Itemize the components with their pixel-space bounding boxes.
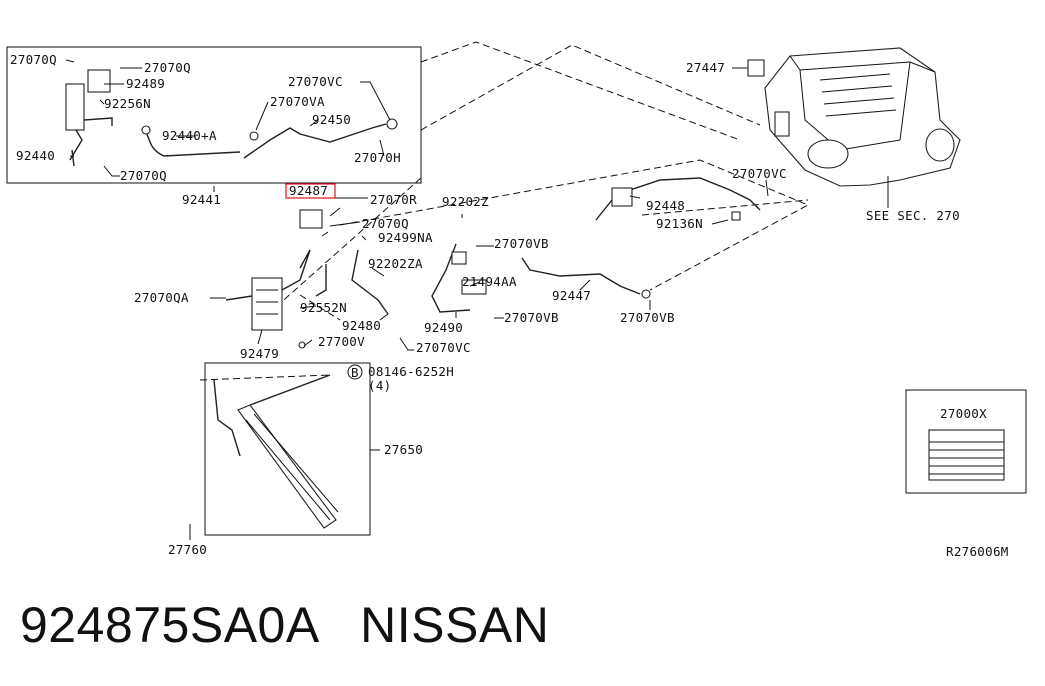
condenser-box	[204, 362, 371, 536]
label-92552n: 92552N	[300, 300, 347, 315]
bolt-b-badge	[347, 364, 363, 380]
label-27000x: 27000X	[940, 406, 987, 421]
label-27070q-top-left: 27070Q	[10, 52, 57, 67]
label-92450: 92450	[312, 112, 351, 127]
label-27070va: 27070VA	[270, 94, 325, 109]
label-27070h: 27070H	[354, 150, 401, 165]
caution-label-27000x	[928, 429, 1005, 481]
label-qty-4: (4)	[368, 378, 391, 393]
label-92440a: 92440+A	[162, 128, 217, 143]
label-see-sec-270: SEE SEC. 270	[866, 208, 960, 223]
assembly-box	[6, 46, 422, 184]
label-92490: 92490	[424, 320, 463, 335]
label-92487: 92487	[289, 183, 328, 198]
label-27447: 27447	[686, 60, 725, 75]
label-21494aa: 21494AA	[462, 274, 517, 289]
label-92480: 92480	[342, 318, 381, 333]
brand-name: NISSAN	[360, 597, 550, 653]
label-27070vc-top: 27070VC	[288, 74, 343, 89]
label-92479: 92479	[240, 346, 279, 361]
low-pressure-pipe	[298, 249, 389, 349]
pipe-92447	[521, 257, 651, 299]
evaporator-pipe-bracket	[65, 69, 113, 167]
highlight-box-92487	[285, 183, 336, 199]
label-92489: 92489	[126, 76, 165, 91]
label-27070vc-right: 27070VC	[732, 166, 787, 181]
heater-cooling-unit	[764, 47, 961, 187]
label-27650: 27650	[384, 442, 423, 457]
label-27070q-mid: 27070Q	[362, 216, 409, 231]
part-number: 924875SA0A	[20, 597, 317, 653]
receiver-drier-assembly	[225, 249, 311, 331]
part-92487	[299, 209, 323, 229]
label-27070q-bottom: 27070Q	[120, 168, 167, 183]
high-pressure-pipe	[141, 118, 398, 159]
label-08146-6252h: 08146-6252H	[368, 364, 454, 379]
label-92256n: 92256N	[104, 96, 151, 111]
label-27070qa: 27070QA	[134, 290, 189, 305]
label-92447: 92447	[552, 288, 591, 303]
label-diagram-ref: R276006M	[946, 544, 1009, 559]
label-bolt-b: B	[351, 365, 359, 380]
label-27700v: 27700V	[318, 334, 365, 349]
part-27447	[747, 59, 765, 77]
label-92440: 92440	[16, 148, 55, 163]
dashed-guide-lines	[199, 41, 810, 381]
label-box	[905, 389, 1027, 494]
label-92499na: 92499NA	[378, 230, 433, 245]
part-caption: 924875SA0A NISSAN	[20, 596, 549, 654]
label-92202z: 92202Z	[442, 194, 489, 209]
label-92202za: 92202ZA	[368, 256, 423, 271]
label-92441: 92441	[182, 192, 221, 207]
label-27070q-top: 27070Q	[144, 60, 191, 75]
label-27070vb-b: 27070VB	[504, 310, 559, 325]
label-92448: 92448	[646, 198, 685, 213]
label-27070vb-a: 27070VB	[494, 236, 549, 251]
label-27070vb-c: 27070VB	[620, 310, 675, 325]
label-27070vc-low: 27070VC	[416, 340, 471, 355]
label-92136n: 92136N	[656, 216, 703, 231]
leader-lines	[65, 59, 889, 540]
label-27760: 27760	[168, 542, 207, 557]
pipe-92448	[595, 177, 761, 221]
compressor-hose	[431, 243, 487, 313]
condenser-27650	[213, 374, 339, 529]
label-27070r: 27070R	[370, 192, 417, 207]
